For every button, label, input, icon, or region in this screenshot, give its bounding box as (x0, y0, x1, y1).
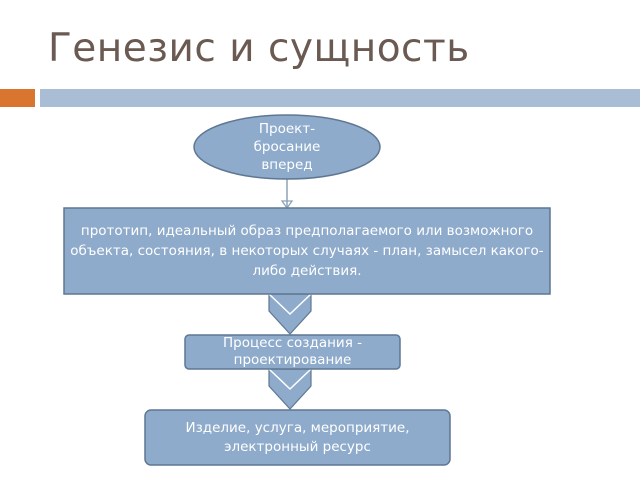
result-box-label: Изделие, услуга, мероприятие, электронны… (185, 419, 410, 455)
definition-box-label: прототип, идеальный образ предполагаемог… (70, 223, 544, 279)
header-bar (40, 89, 640, 107)
accent-bar (0, 89, 35, 107)
chevron-arrow-1-notch (268, 293, 312, 316)
result-box (144, 409, 451, 466)
process-box-label: Процесс создания - проектирование (223, 335, 362, 368)
chevron-arrow-2-notch (268, 368, 312, 391)
process-box (184, 334, 401, 370)
connector-arrow-head (280, 200, 294, 210)
definition-box (63, 207, 551, 295)
oval-node-label: Проект- бросание вперед (253, 121, 321, 173)
slide-title: Генезис и сущность (48, 26, 470, 71)
oval-node (193, 114, 381, 180)
